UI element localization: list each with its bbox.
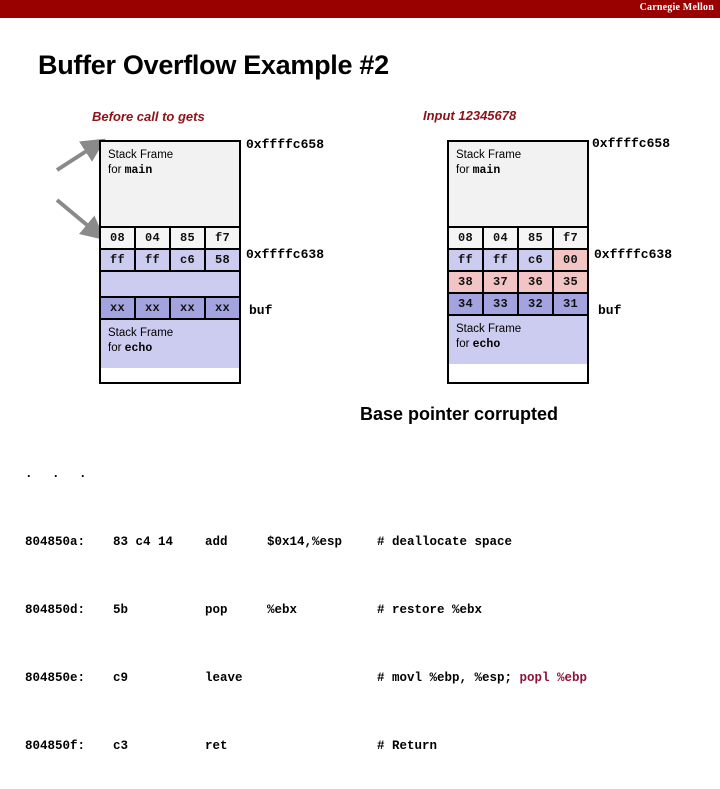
byte-cell: 08: [101, 228, 136, 248]
byte-cell: c6: [519, 250, 554, 270]
code-mnemonic: leave: [205, 671, 243, 685]
code-comment-highlight: popl %ebp: [519, 671, 588, 685]
buf-byte-cell: xx: [171, 298, 206, 318]
code-bytes: 5b: [113, 603, 129, 617]
byte-row-0-before: 08 04 85 f7: [101, 228, 239, 250]
buf-byte-cell: xx: [101, 298, 136, 318]
code-bytes: c3: [113, 739, 129, 753]
code-comment: # Return: [377, 739, 438, 753]
byte-row-2-after: 38 37 36 35: [449, 272, 587, 294]
byte-row-1-before: ff ff c6 58: [101, 250, 239, 272]
buf-byte-cell: xx: [136, 298, 171, 318]
code-address: 804850f:: [25, 739, 86, 753]
code-line: 804850e: c9 leave # movl %ebp, %esp; popl %…: [25, 670, 587, 687]
frame-echo-line1: Stack Frame: [108, 327, 174, 339]
frame-echo-line1: Stack Frame: [456, 323, 522, 335]
buf-byte-cell: 31: [554, 294, 587, 314]
byte-cell: 85: [171, 228, 206, 248]
note-base-pointer-corrupted: Base pointer corrupted: [360, 404, 559, 424]
address-top-after: 0xffffc658: [592, 136, 671, 151]
frame-main-line2-prefix: for: [456, 164, 473, 176]
code-operands: %ebx: [267, 603, 298, 617]
code-bytes: c9: [113, 671, 129, 685]
stack-diagram-before: Stack Frame for main 08 04 85 f7 ff ff c…: [99, 140, 241, 384]
frame-echo-line2-prefix: for: [456, 338, 473, 350]
frame-echo-fn-name: echo: [472, 338, 501, 351]
byte-cell: ff: [449, 250, 484, 270]
byte-row-0-after: 08 04 85 f7: [449, 228, 587, 250]
address-mid-before: 0xffffc638: [246, 247, 325, 262]
assembly-listing: . . . 804850a: 83 c4 14 add $0x14,%esp # dea…: [25, 432, 587, 789]
byte-cell: c6: [171, 250, 206, 270]
address-mid-after: 0xffffc638: [594, 247, 673, 262]
code-line: 804850f: c3 ret # Return: [25, 738, 587, 755]
frame-main-line2-prefix: for: [108, 164, 125, 176]
code-bytes: 83 c4 14: [113, 535, 174, 549]
frame-main-before: Stack Frame for main: [101, 142, 239, 228]
caption-before: Before call to gets: [92, 109, 205, 124]
byte-cell: f7: [554, 228, 587, 248]
byte-cell: 08: [449, 228, 484, 248]
buf-row-after: 34 33 32 31: [449, 294, 587, 316]
byte-row-1-after: ff ff c6 00: [449, 250, 587, 272]
code-ellipsis: . . .: [25, 467, 93, 481]
byte-cell-overwritten: 00: [554, 250, 587, 270]
code-line: 804850d: 5b pop %ebx # restore %ebx: [25, 602, 587, 619]
byte-cell: ff: [101, 250, 136, 270]
byte-cell-overwritten: 36: [519, 272, 554, 292]
byte-cell: 04: [136, 228, 171, 248]
code-address: 804850a:: [25, 535, 86, 549]
page-title: Buffer Overflow Example #2: [38, 50, 389, 80]
frame-main-line1: Stack Frame: [108, 149, 174, 161]
buf-row-before: xx xx xx xx: [101, 298, 239, 320]
caption-input: Input 12345678: [423, 108, 517, 123]
buf-byte-cell: 34: [449, 294, 484, 314]
frame-echo-line2-prefix: for: [108, 342, 125, 354]
buf-byte-cell: 32: [519, 294, 554, 314]
code-address: 804850d:: [25, 603, 86, 617]
code-comment: # restore %ebx: [377, 603, 483, 617]
byte-cell-overwritten: 35: [554, 272, 587, 292]
buf-byte-cell: xx: [206, 298, 239, 318]
frame-echo-fn-name: echo: [124, 342, 153, 355]
stack-diagram-after: Stack Frame for main 08 04 85 f7 ff ff c…: [447, 140, 589, 384]
byte-cell: ff: [136, 250, 171, 270]
frame-echo-after: Stack Frame for echo: [449, 316, 587, 364]
frame-echo-before: Stack Frame for echo: [101, 320, 239, 368]
frame-main-fn-name: main: [124, 164, 153, 177]
brand-label: Carnegie Mellon: [639, 2, 714, 13]
code-line: 804850a: 83 c4 14 add $0x14,%esp # deallocat…: [25, 534, 587, 551]
address-top-before: 0xffffc658: [246, 137, 325, 152]
blank-row-before: [101, 272, 239, 298]
code-mnemonic: ret: [205, 739, 228, 753]
frame-main-line1: Stack Frame: [456, 149, 522, 161]
frame-main-fn-name: main: [472, 164, 501, 177]
code-mnemonic: pop: [205, 603, 228, 617]
frame-main-after: Stack Frame for main: [449, 142, 587, 228]
byte-cell-overwritten: 38: [449, 272, 484, 292]
buf-label-after: buf: [598, 303, 622, 318]
byte-cell: f7: [206, 228, 239, 248]
slide-canvas: Carnegie Mellon Buffer Overflow Example …: [0, 0, 720, 753]
top-banner: Carnegie Mellon: [0, 0, 720, 18]
code-address: 804850e:: [25, 671, 86, 685]
buf-label-before: buf: [249, 303, 273, 318]
code-mnemonic: add: [205, 535, 228, 549]
byte-cell: 58: [206, 250, 239, 270]
byte-cell-overwritten: 37: [484, 272, 519, 292]
code-comment: # deallocate space: [377, 535, 513, 549]
byte-cell: 85: [519, 228, 554, 248]
buf-byte-cell: 33: [484, 294, 519, 314]
byte-cell: 04: [484, 228, 519, 248]
code-comment: # movl %ebp, %esp;: [377, 671, 520, 685]
code-operands: $0x14,%esp: [267, 535, 343, 549]
byte-cell: ff: [484, 250, 519, 270]
